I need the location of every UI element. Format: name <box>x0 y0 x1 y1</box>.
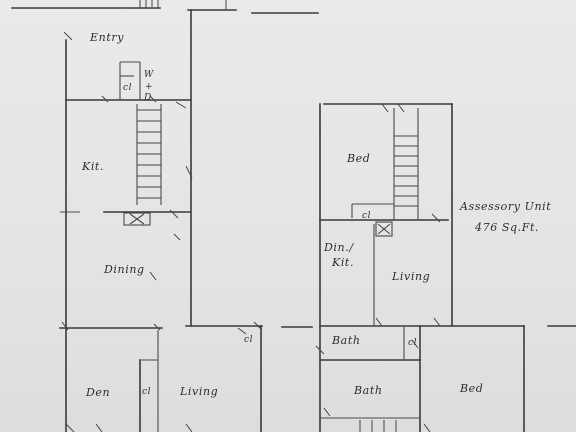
unit-note-title: Assessory Unit <box>459 200 551 213</box>
door-marks-unit <box>315 103 441 432</box>
label-cl-bed: cl <box>362 211 371 221</box>
label-bed-bottom: Bed <box>459 382 483 395</box>
label-dining: Dining <box>103 263 145 276</box>
label-din-kit-1: Din./ <box>323 241 354 254</box>
label-wd-d: D <box>143 93 152 103</box>
accessory-unit-walls <box>319 103 576 432</box>
room-labels: Entry W + D cl Kit. Dining Den cl Living… <box>81 31 483 399</box>
unit-note: Assessory Unit 476 Sq.Ft. <box>459 200 551 234</box>
label-bed-top: Bed <box>346 152 370 165</box>
unit-note-area: 476 Sq.Ft. <box>474 221 539 234</box>
entry-closet-walls <box>119 61 141 100</box>
label-bath-1: Bath <box>331 334 361 347</box>
label-wd-w: W <box>144 70 154 80</box>
main-stairs <box>123 104 162 226</box>
label-kit: Kit. <box>81 160 104 173</box>
label-wd-plus: + <box>145 82 153 92</box>
label-cl-den: cl <box>142 387 151 397</box>
label-entry: Entry <box>89 31 124 44</box>
unit-stairs <box>351 108 419 432</box>
label-den: Den <box>85 386 110 399</box>
label-living-main: Living <box>179 385 218 398</box>
label-din-kit-2: Kit. <box>331 256 354 269</box>
label-bath-2: Bath <box>353 384 383 397</box>
main-house-walls <box>11 0 319 432</box>
label-living-unit: Living <box>391 270 430 283</box>
door-marks-main <box>61 31 263 432</box>
label-cl-bath: cl <box>408 338 417 348</box>
label-cl-entry: cl <box>123 83 132 93</box>
label-cl-living: cl <box>244 335 253 345</box>
